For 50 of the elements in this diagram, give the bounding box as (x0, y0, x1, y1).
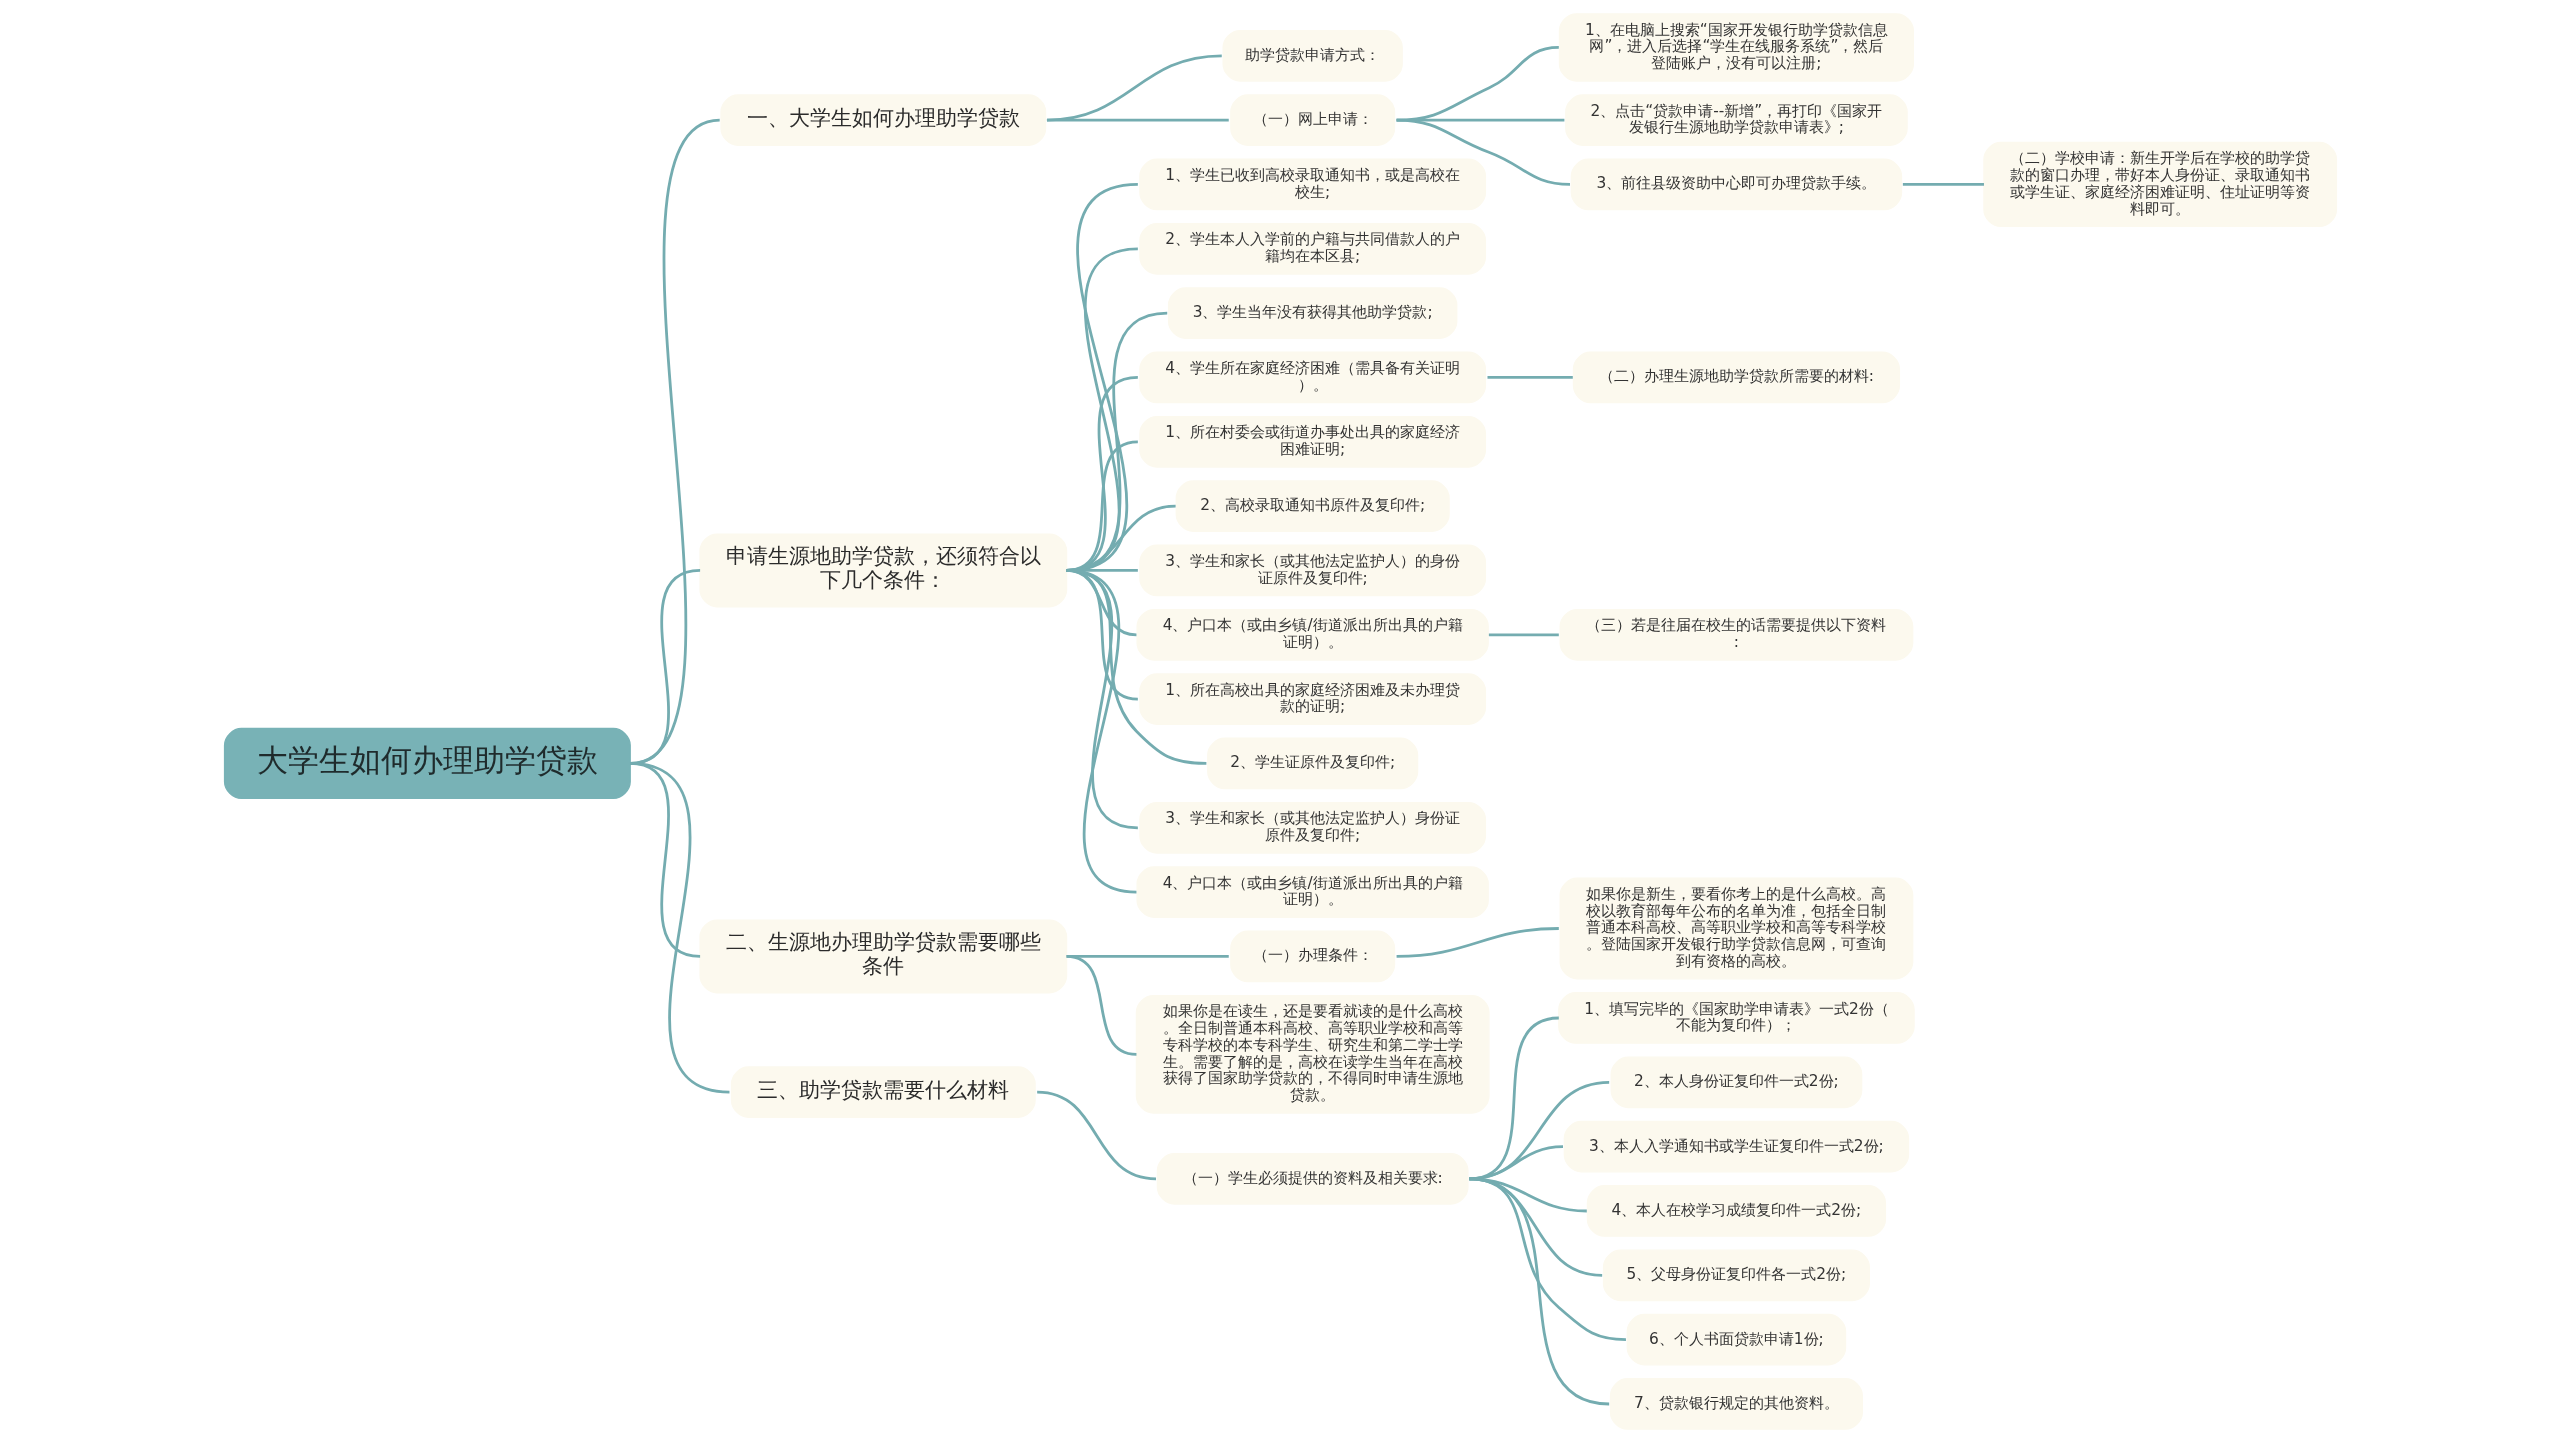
node-box: 一、大学生如何办理助学贷款 (719, 94, 1046, 146)
node-box: （二）学校申请：新生开学后在学校的助学贷款的窗口办理，带好本人身份证、录取通知书或学生证、家庭经济困难证明、住址证明等资料即可。 (1982, 141, 2337, 228)
node-box: 1、填写完毕的《国家助学申请表》一式2份（不能为复印件）； (1557, 992, 1915, 1044)
connector (1468, 1177, 1587, 1213)
node-box: 大学生如何办理助学贷款 (223, 727, 631, 800)
connector (1902, 183, 1984, 186)
node-box: 3、本人入学通知书或学生证复印件一式2份; (1563, 1120, 1909, 1173)
connector (1036, 1090, 1156, 1181)
connector (1487, 376, 1573, 379)
node-box: 2、学生证原件及复印件; (1206, 737, 1418, 790)
node-box: 如果你是新生，要看你考上的是什么高校。高校以教育部每年公布的名单为准，包括全日制普通本科高校、高等职业学校和高等专科学校。登陆国家开发银行助学贷款信息网，可查询到有资格的高校。 (1559, 877, 1913, 980)
connector (1468, 1177, 1602, 1277)
connector (1396, 118, 1570, 186)
node-box: 1、学生已收到高校录取通知书，或是高校在校生; (1138, 158, 1486, 211)
connector (1065, 569, 1137, 894)
node-box: 3、学生和家长（或其他法定监护人）身份证原件及复印件; (1138, 801, 1486, 854)
node-box: （二）办理生源地助学贷款所需要的材料: (1572, 351, 1900, 404)
node-box: 助学贷款申请方式： (1221, 29, 1403, 82)
node-box: 3、学生当年没有获得其他助学贷款; (1167, 287, 1457, 339)
node-box: 如果你是在读生，还是要看就读的是什么高校。全日制普通本科高校、高等职业学校和高等专科学校的本专科学生、研究生和第二学士学生。需要了解的是，高校在读学生当年在高校获得了国家助学贷款的，不得同时申请生源地贷款。 (1135, 994, 1490, 1114)
node-box: 7、贷款银行规定的其他资料。 (1609, 1378, 1863, 1430)
node-box: 申请生源地助学贷款，还须符合以下几个条件： (698, 533, 1067, 608)
node-box: 2、点击“贷款申请--新增”，再打印《国家开发银行生源地助学贷款申请表》; (1564, 94, 1908, 146)
connector (629, 762, 730, 1094)
node-box: 4、学生所在家庭经济困难（需具备有关证明）。 (1138, 351, 1486, 404)
node-box: 2、本人身份证复印件一式2份; (1610, 1056, 1862, 1109)
connector (1468, 1177, 1626, 1342)
connector (1468, 1177, 1609, 1406)
node-box: 5、父母身份证复印件各一式2份; (1602, 1249, 1870, 1302)
connector (1046, 118, 1229, 122)
node-box: 4、户口本（或由乡镇/街道派出所出具的户籍证明）。 (1135, 608, 1489, 661)
node-box: （一）学生必须提供的资料及相关要求: (1156, 1152, 1469, 1205)
node-box: 3、前往县级资助中心即可办理贷款手续。 (1570, 158, 1902, 211)
connector (1488, 633, 1559, 637)
node-box: 6、个人书面贷款申请1份; (1626, 1313, 1846, 1366)
node-box: 1、在电脑上搜索“国家开发银行助学贷款信息网”，进入后选择“学生在线服务系统”，然后登陆账户，没有可以注册; (1558, 13, 1914, 82)
connector (1065, 955, 1137, 1056)
node-box: （一）网上申请： (1229, 94, 1395, 146)
node-box: 二、生源地办理助学贷款需要哪些条件 (698, 919, 1067, 994)
node-box: （三）若是往届在校生的话需要提供以下资料: (1559, 608, 1913, 661)
node-box: （一）办理条件： (1229, 930, 1395, 983)
node-box: 4、本人在校学习成绩复印件一式2份; (1586, 1185, 1886, 1237)
node-box: 1、所在高校出具的家庭经济困难及未办理贷款的证明; (1138, 673, 1486, 725)
node-box: 1、所在村委会或街道办事处出具的家庭经济困难证明; (1138, 415, 1486, 468)
connector (1396, 927, 1559, 958)
node-box: 2、高校录取通知书原件及复印件; (1175, 480, 1450, 532)
node-box: 2、学生本人入学前的户籍与共同借款人的户籍均在本区县; (1138, 222, 1486, 275)
node-box: 4、户口本（或由乡镇/街道派出所出具的户籍证明）。 (1135, 866, 1489, 918)
node-box: 3、学生和家长（或其他法定监护人）的身份证原件及复印件; (1138, 544, 1486, 597)
node-box: 三、助学贷款需要什么材料 (730, 1066, 1036, 1118)
